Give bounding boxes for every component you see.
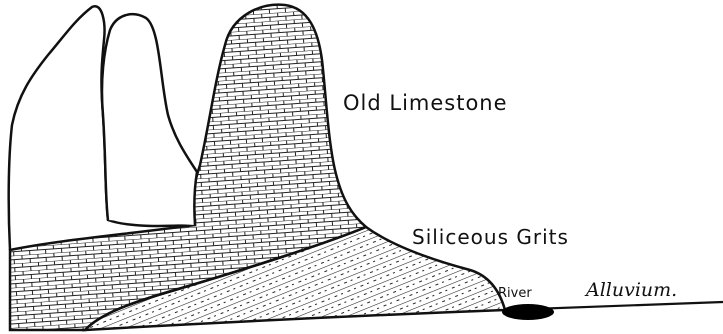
- inner-rock-outline: [102, 14, 197, 225]
- label-river: River: [498, 287, 532, 300]
- river-mark: [502, 304, 554, 320]
- label-alluvium: Alluvium.: [586, 281, 677, 300]
- label-siliceous-grits: Siliceous Grits: [412, 227, 569, 247]
- label-old-limestone: Old Limestone: [343, 93, 508, 114]
